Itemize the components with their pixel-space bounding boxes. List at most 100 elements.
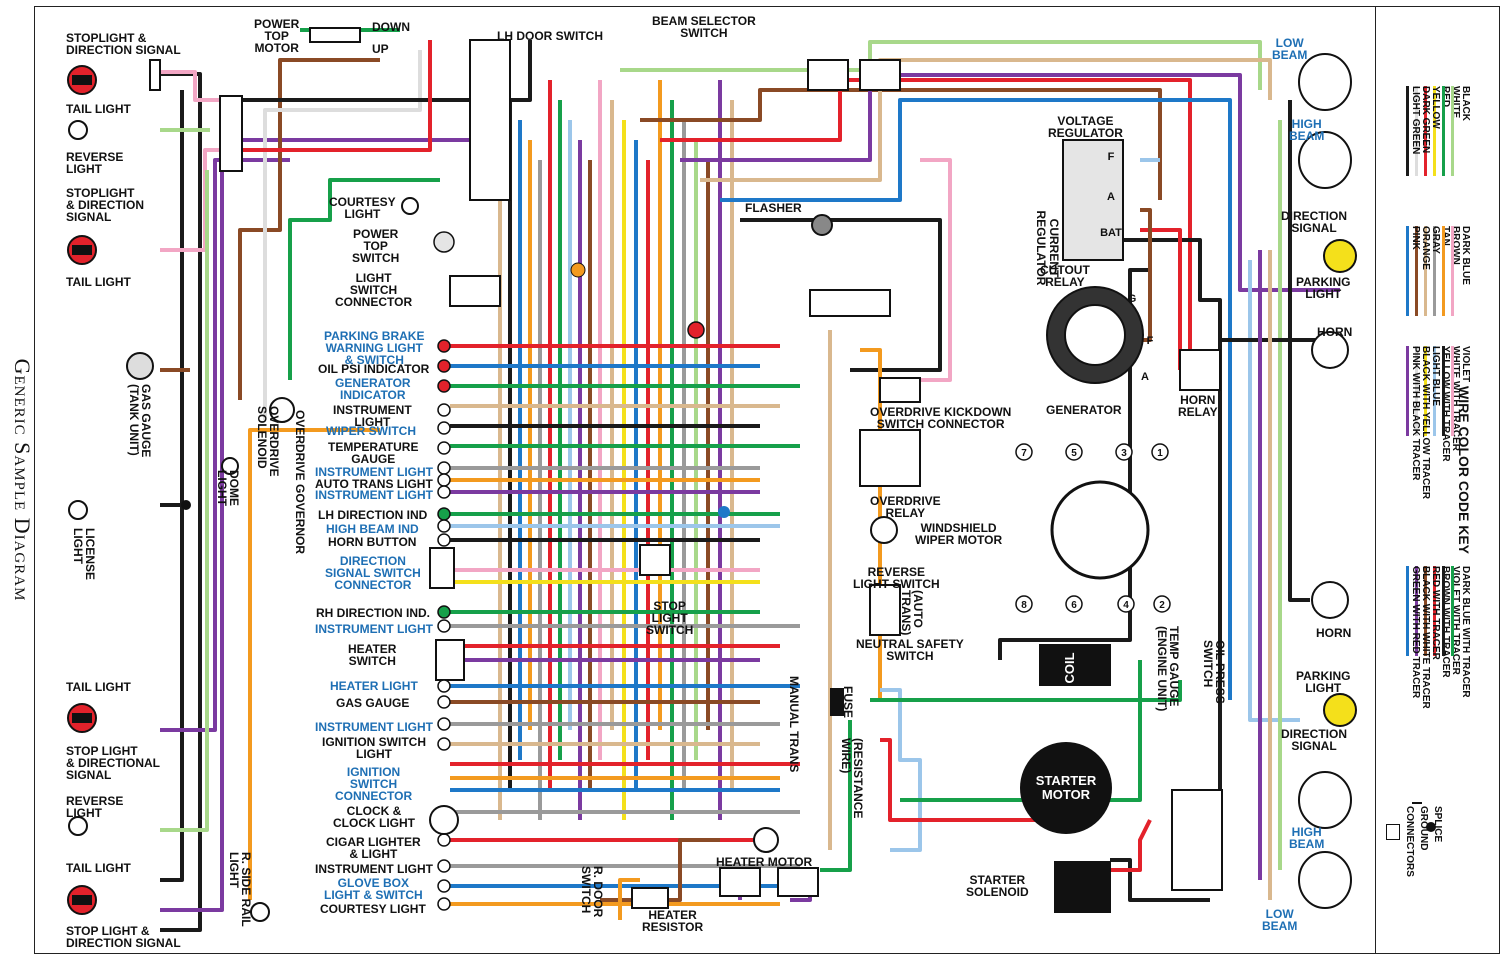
generator-terminal-label: F: [1147, 335, 1154, 347]
key-group3-name: VIOLET: [1460, 346, 1471, 383]
key-group2-swatch: [1424, 226, 1427, 316]
wire-dkgreen-temp: [900, 660, 1142, 802]
connector-block: [859, 429, 921, 487]
connector-block: [879, 377, 921, 403]
gauge-lamp-icon: [437, 679, 451, 693]
connector-block: [435, 639, 465, 681]
gauge-lamp-icon: [437, 379, 451, 393]
label-voltage-regulator: VOLTAGE REGULATOR: [1048, 114, 1123, 140]
label-windshield-wiper-motor: WINDSHIELD WIPER MOTOR: [915, 521, 1003, 547]
label-instrument-light-6: INSTRUMENT LIGHT: [315, 862, 433, 876]
horn-icon: [1311, 581, 1349, 619]
label-neutral-safety-switch: NEUTRAL SAFETY SWITCH: [856, 637, 964, 663]
label-beam-selector-switch: BEAM SELECTOR SWITCH: [652, 14, 756, 40]
label-license-light: LICENSE LIGHT: [71, 528, 97, 581]
label-direction-signal-2: DIRECTION SIGNAL: [1281, 727, 1347, 753]
key-group4-swatch: [1442, 566, 1445, 656]
horn-icon: [1311, 331, 1349, 369]
label-power-top-motor: POWER TOP MOTOR: [254, 17, 300, 55]
label-courtesy-light-bottom: COURTESY LIGHT: [320, 902, 426, 916]
label-heater-light: HEATER LIGHT: [330, 679, 418, 693]
distributor-terminal-label: 1: [1157, 448, 1163, 459]
label-horn-relay: HORN RELAY: [1178, 393, 1218, 419]
key-group1-swatch: [1424, 86, 1427, 176]
label-rh-direction-ind: RH DIRECTION IND.: [316, 606, 430, 620]
key-group2-swatch: [1433, 226, 1436, 316]
label-heater-switch: HEATER SWITCH: [348, 642, 397, 668]
gauge-lamp-icon: [437, 717, 451, 731]
coil-icon: [1040, 645, 1110, 685]
label-r-side-rail-light: R. SIDE RAIL LIGHT: [227, 852, 253, 927]
label-reverse-light-2: REVERSE LIGHT: [66, 794, 124, 820]
label-instrument-light-1: INSTRUMENT LIGHT: [333, 403, 412, 429]
label-r-door-switch: R. DOOR SWITCH: [579, 866, 605, 918]
label-horn-button: HORN BUTTON: [328, 535, 417, 549]
label-tail-light-3: TAIL LIGHT: [66, 680, 131, 694]
key-legend-connectors: CONNECTORS: [1404, 806, 1415, 877]
headlamp-icon: [1298, 53, 1352, 111]
label-tail-light-1: TAIL LIGHT: [66, 102, 131, 116]
distributor-terminal-icon: [1015, 595, 1033, 613]
label-stop-light-directional-signal: STOP LIGHT & DIRECTIONAL SIGNAL: [66, 744, 160, 782]
current-regulator-label: CURRENTREGULATOR: [1034, 211, 1061, 286]
label-horn-2: HORN: [1316, 626, 1352, 640]
key-group3-swatch: [1406, 346, 1409, 436]
generator-terminal-label: A: [1141, 371, 1149, 383]
label-cutout-relay: CUTOUT RELAY: [1040, 263, 1090, 289]
connector-block: [809, 289, 891, 317]
stoplight-icon-bulb: [72, 895, 92, 905]
wire-black-solenoid: [1110, 858, 1210, 902]
wire-brown-top: [238, 58, 380, 400]
distributor-terminal-icon: [1065, 595, 1083, 613]
key-group1-swatch: [1433, 86, 1436, 176]
starter-motor-icon: [1020, 742, 1112, 834]
headlamp-icon: [1298, 771, 1352, 829]
label-heater-motor: HEATER MOTOR: [716, 855, 813, 869]
label-cigar-lighter: CIGAR LIGHTER & LIGHT: [326, 835, 421, 861]
key-group4-name: DARK BLUE WITH TRACER: [1460, 566, 1471, 698]
wire-black-coil: [998, 268, 1150, 660]
label-direction-signal-1: DIRECTION SIGNAL: [1281, 209, 1347, 235]
gauge-lamp-icon: [437, 473, 451, 487]
battery-label: BATTERY: [1186, 812, 1200, 867]
wire-ltgreen-rev: [160, 170, 209, 832]
splice-icon: [181, 500, 191, 510]
wire-ltgreen-top: [620, 40, 1262, 90]
connector-block: [219, 95, 243, 172]
label-horn-1: HORN: [1317, 325, 1353, 339]
gauge-lamp-icon: [437, 403, 451, 417]
wire-black-left-2: [160, 90, 184, 882]
splice-icon: [570, 262, 586, 278]
distributor-terminal-icon: [1117, 595, 1135, 613]
label-instrument-light-2: INSTRUMENT LIGHT: [315, 465, 433, 479]
label-instrument-light-4: INSTRUMENT LIGHT: [315, 622, 433, 636]
key-group2-name: PINK: [1410, 226, 1421, 250]
clock-icon: [429, 805, 459, 835]
wire-black-relay: [740, 218, 942, 372]
distributor-terminal-label: 2: [1159, 600, 1165, 611]
tail-light-icon-bulb: [72, 713, 92, 723]
key-group3-name: LIGHT BLUE: [1430, 346, 1441, 406]
connector-block: [1054, 861, 1111, 913]
key-group1-name: LIGHT GREEN: [1410, 86, 1421, 155]
label-lh-direction-ind: LH DIRECTION IND: [318, 508, 428, 522]
label-overdrive-governor: OVERDRIVE GOVERNOR: [293, 410, 307, 555]
connector-block: [639, 544, 671, 576]
key-group1-name: DARK GREEN: [1420, 86, 1431, 154]
label-high-beam-1: HIGH BEAM: [1289, 117, 1325, 143]
distributor-terminal-label: 7: [1021, 448, 1027, 459]
wire-black-horn: [1288, 100, 1310, 602]
gauge-lamp-icon: [437, 879, 451, 893]
label-ignition-switch-connector: IGNITION SWITCH CONNECTOR: [335, 765, 413, 803]
label-manual-trans: MANUAL TRANS: [787, 676, 801, 773]
label-parking-brake-warning: PARKING BRAKE WARNING LIGHT & SWITCH: [324, 329, 425, 367]
key-group4-swatch: [1433, 566, 1436, 656]
distributor-terminal-label: 4: [1123, 600, 1129, 611]
label-flasher: FLASHER: [745, 201, 802, 215]
label-oil-press-switch: OIL PRESS SWITCH: [1201, 640, 1227, 704]
wire-orange-relay: [860, 348, 882, 700]
key-group1-name: YELLOW: [1430, 86, 1441, 129]
wire-dkblue-right: [720, 98, 1232, 700]
